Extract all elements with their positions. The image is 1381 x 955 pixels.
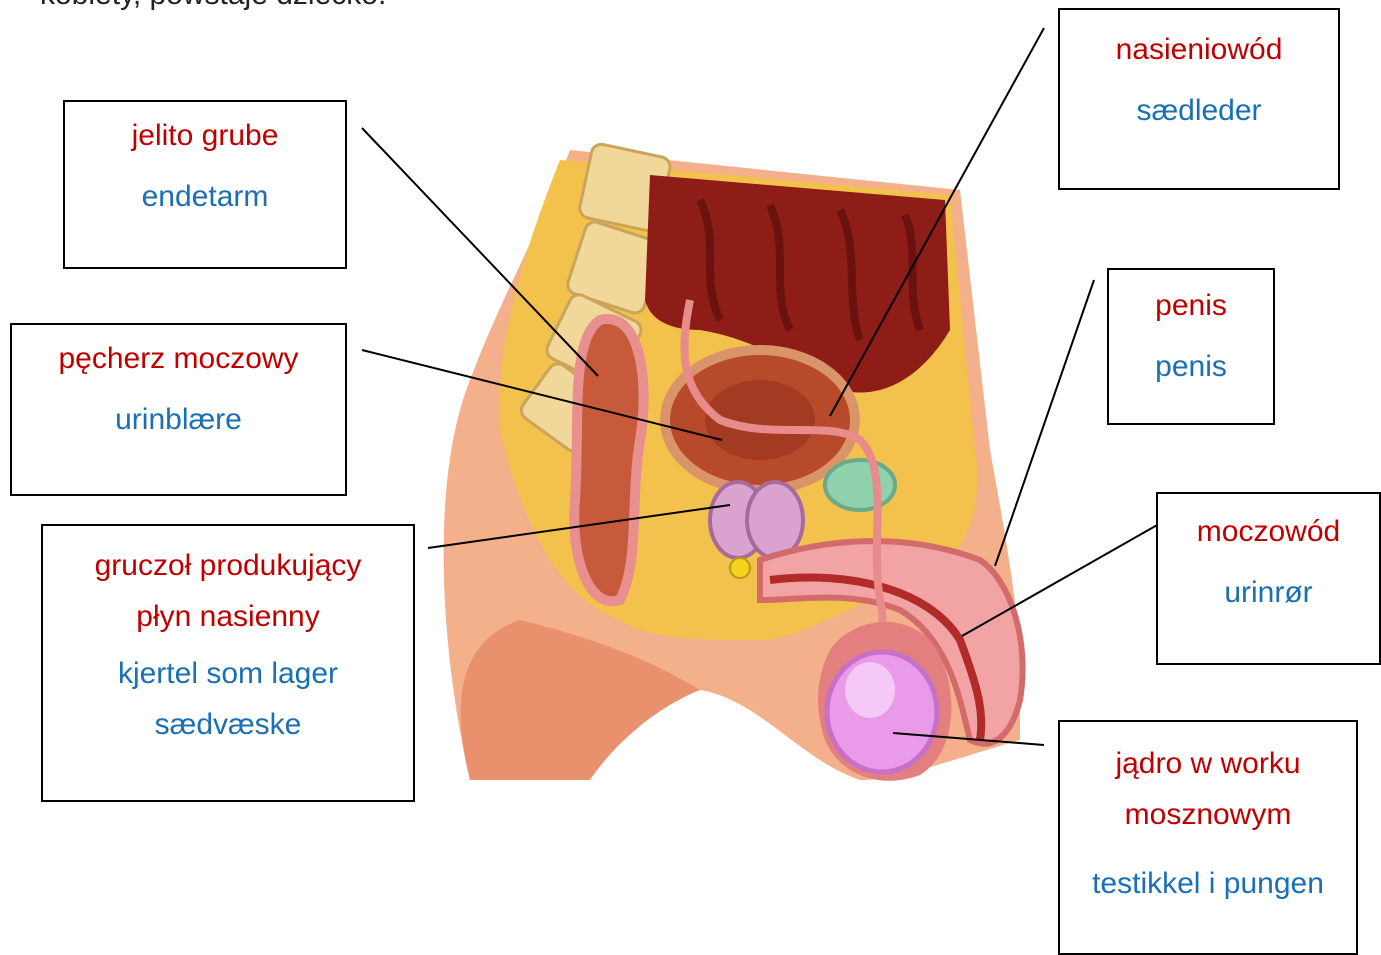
seminal-gland-right xyxy=(747,482,803,558)
small-gland xyxy=(730,558,750,578)
label-penis-no: penis xyxy=(1109,347,1273,386)
label-pecherz-pl: pęcherz moczowy xyxy=(12,339,345,378)
label-penis-pl: penis xyxy=(1109,286,1273,325)
rectum xyxy=(574,319,643,601)
label-jelito-no: endetarm xyxy=(65,177,345,216)
label-nasieniowod: nasieniowód sædleder xyxy=(1058,8,1340,190)
label-jadro-pl-2: mosznowym xyxy=(1060,789,1356,840)
testicle-highlight xyxy=(845,662,895,718)
label-nasieniowod-pl: nasieniowód xyxy=(1060,30,1338,69)
label-jadro-no: testikkel i pungen xyxy=(1060,858,1356,909)
label-pecherz-no: urinblære xyxy=(12,400,345,439)
label-jadro-pl-1: jądro w worku xyxy=(1060,738,1356,789)
label-gruczol-no-1: kjertel som lager xyxy=(43,648,413,699)
label-moczowod-no: urinrør xyxy=(1158,573,1379,612)
label-gruczol-no-2: sædvæske xyxy=(43,699,413,750)
label-jelito-grube: jelito grube endetarm xyxy=(63,100,347,269)
label-moczowod-pl: moczowód xyxy=(1158,512,1379,551)
pubic-bone xyxy=(825,460,895,510)
label-pecherz-moczowy: pęcherz moczowy urinblære xyxy=(10,323,347,496)
label-jadro: jądro w worku mosznowym testikkel i pung… xyxy=(1058,720,1358,955)
label-gruczol-pl-2: płyn nasienny xyxy=(43,591,413,642)
label-moczowod: moczowód urinrør xyxy=(1156,492,1381,665)
label-gruczol: gruczoł produkujący płyn nasienny kjerte… xyxy=(41,524,415,802)
label-gruczol-pl-1: gruczoł produkujący xyxy=(43,540,413,591)
label-penis: penis penis xyxy=(1107,268,1275,425)
label-jelito-pl: jelito grube xyxy=(65,116,345,155)
label-nasieniowod-no: sædleder xyxy=(1060,91,1338,130)
